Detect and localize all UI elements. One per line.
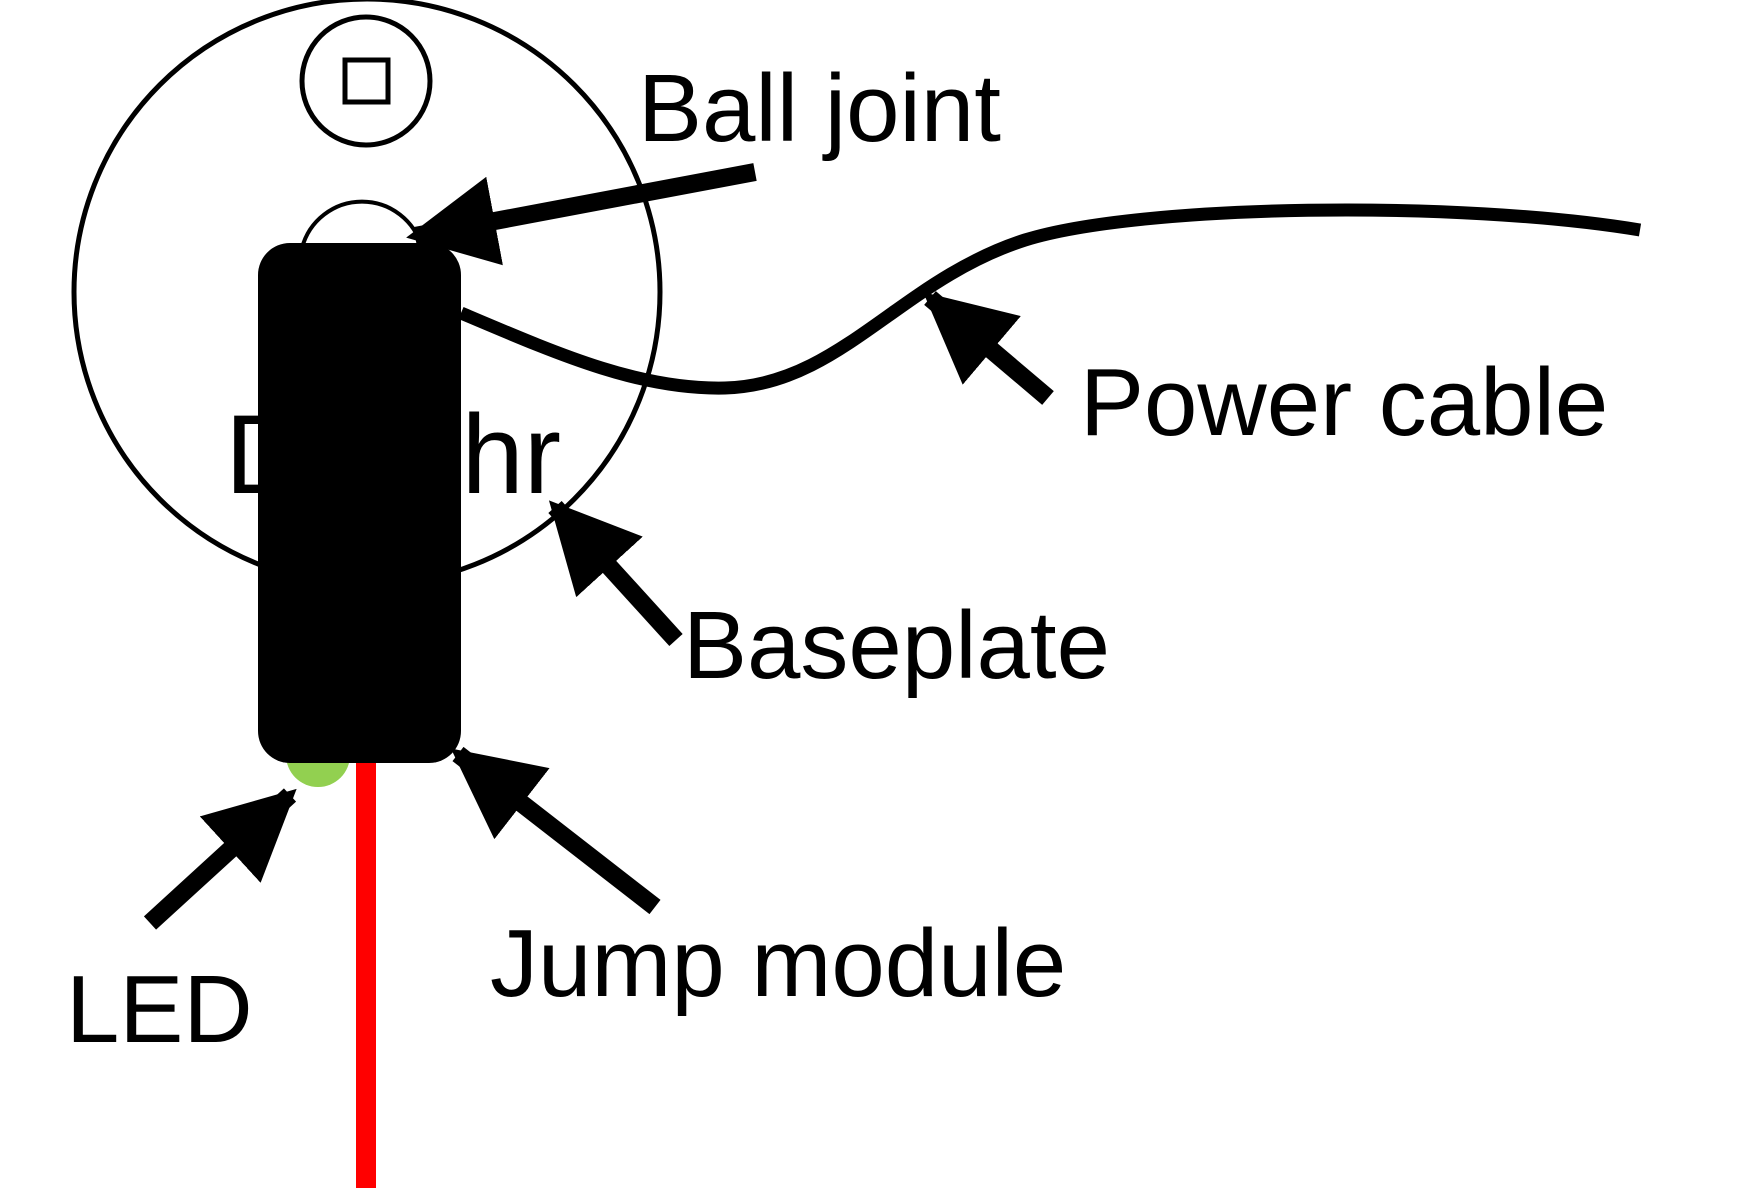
label-led: LED <box>66 956 253 1063</box>
jump-module <box>258 243 461 763</box>
arrow-ball-joint <box>406 163 757 266</box>
arrow-baseplate <box>548 500 683 647</box>
arrow-power-cable <box>923 291 1054 405</box>
ball-joint-circle <box>299 14 433 148</box>
arrow-led <box>143 788 297 930</box>
square-icon <box>342 57 391 105</box>
label-baseplate: Baseplate <box>683 592 1110 699</box>
arrow-jump-module <box>450 746 661 915</box>
label-ball-joint: Ball joint <box>638 55 1001 162</box>
power-cable <box>458 203 1642 395</box>
label-jump-module: Jump module <box>490 910 1066 1017</box>
label-power-cable: Power cable <box>1080 349 1608 456</box>
ball-joint-dome <box>300 199 424 249</box>
